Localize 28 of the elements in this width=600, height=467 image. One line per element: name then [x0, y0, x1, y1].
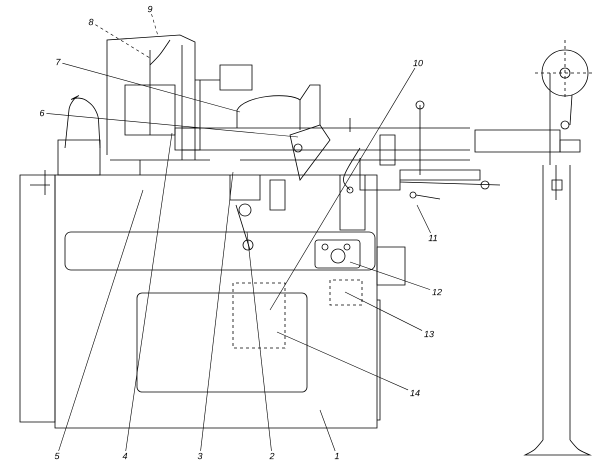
leader-line — [320, 410, 336, 452]
callout-number: 2 — [269, 452, 274, 460]
leader-line — [344, 292, 422, 331]
leader-line — [58, 190, 144, 452]
callout-number: 5 — [54, 452, 60, 460]
leader-line — [200, 172, 234, 452]
callout-number: 12 — [432, 288, 442, 296]
callout-number: 13 — [424, 330, 434, 338]
leader-line — [62, 62, 240, 112]
callout-number: 8 — [88, 18, 94, 26]
leader-line — [270, 68, 416, 310]
callout-number: 11 — [428, 234, 437, 242]
callout-number: 14 — [410, 390, 420, 396]
callout-number: 9 — [148, 6, 152, 12]
callout-number: 6 — [40, 110, 44, 116]
leader-line — [95, 24, 150, 58]
leader-line — [276, 332, 408, 390]
leader-line — [125, 132, 172, 452]
callout-number: 7 — [56, 58, 61, 66]
leader-line — [416, 204, 431, 234]
callout-number: 1 — [334, 452, 339, 460]
leader-line — [151, 14, 158, 36]
callout-number: 10 — [413, 60, 423, 66]
leader-line — [350, 262, 430, 290]
leader-line — [46, 113, 298, 138]
leader-line — [246, 232, 272, 452]
callout-number: 4 — [122, 452, 128, 460]
callout-number: 3 — [198, 452, 202, 460]
